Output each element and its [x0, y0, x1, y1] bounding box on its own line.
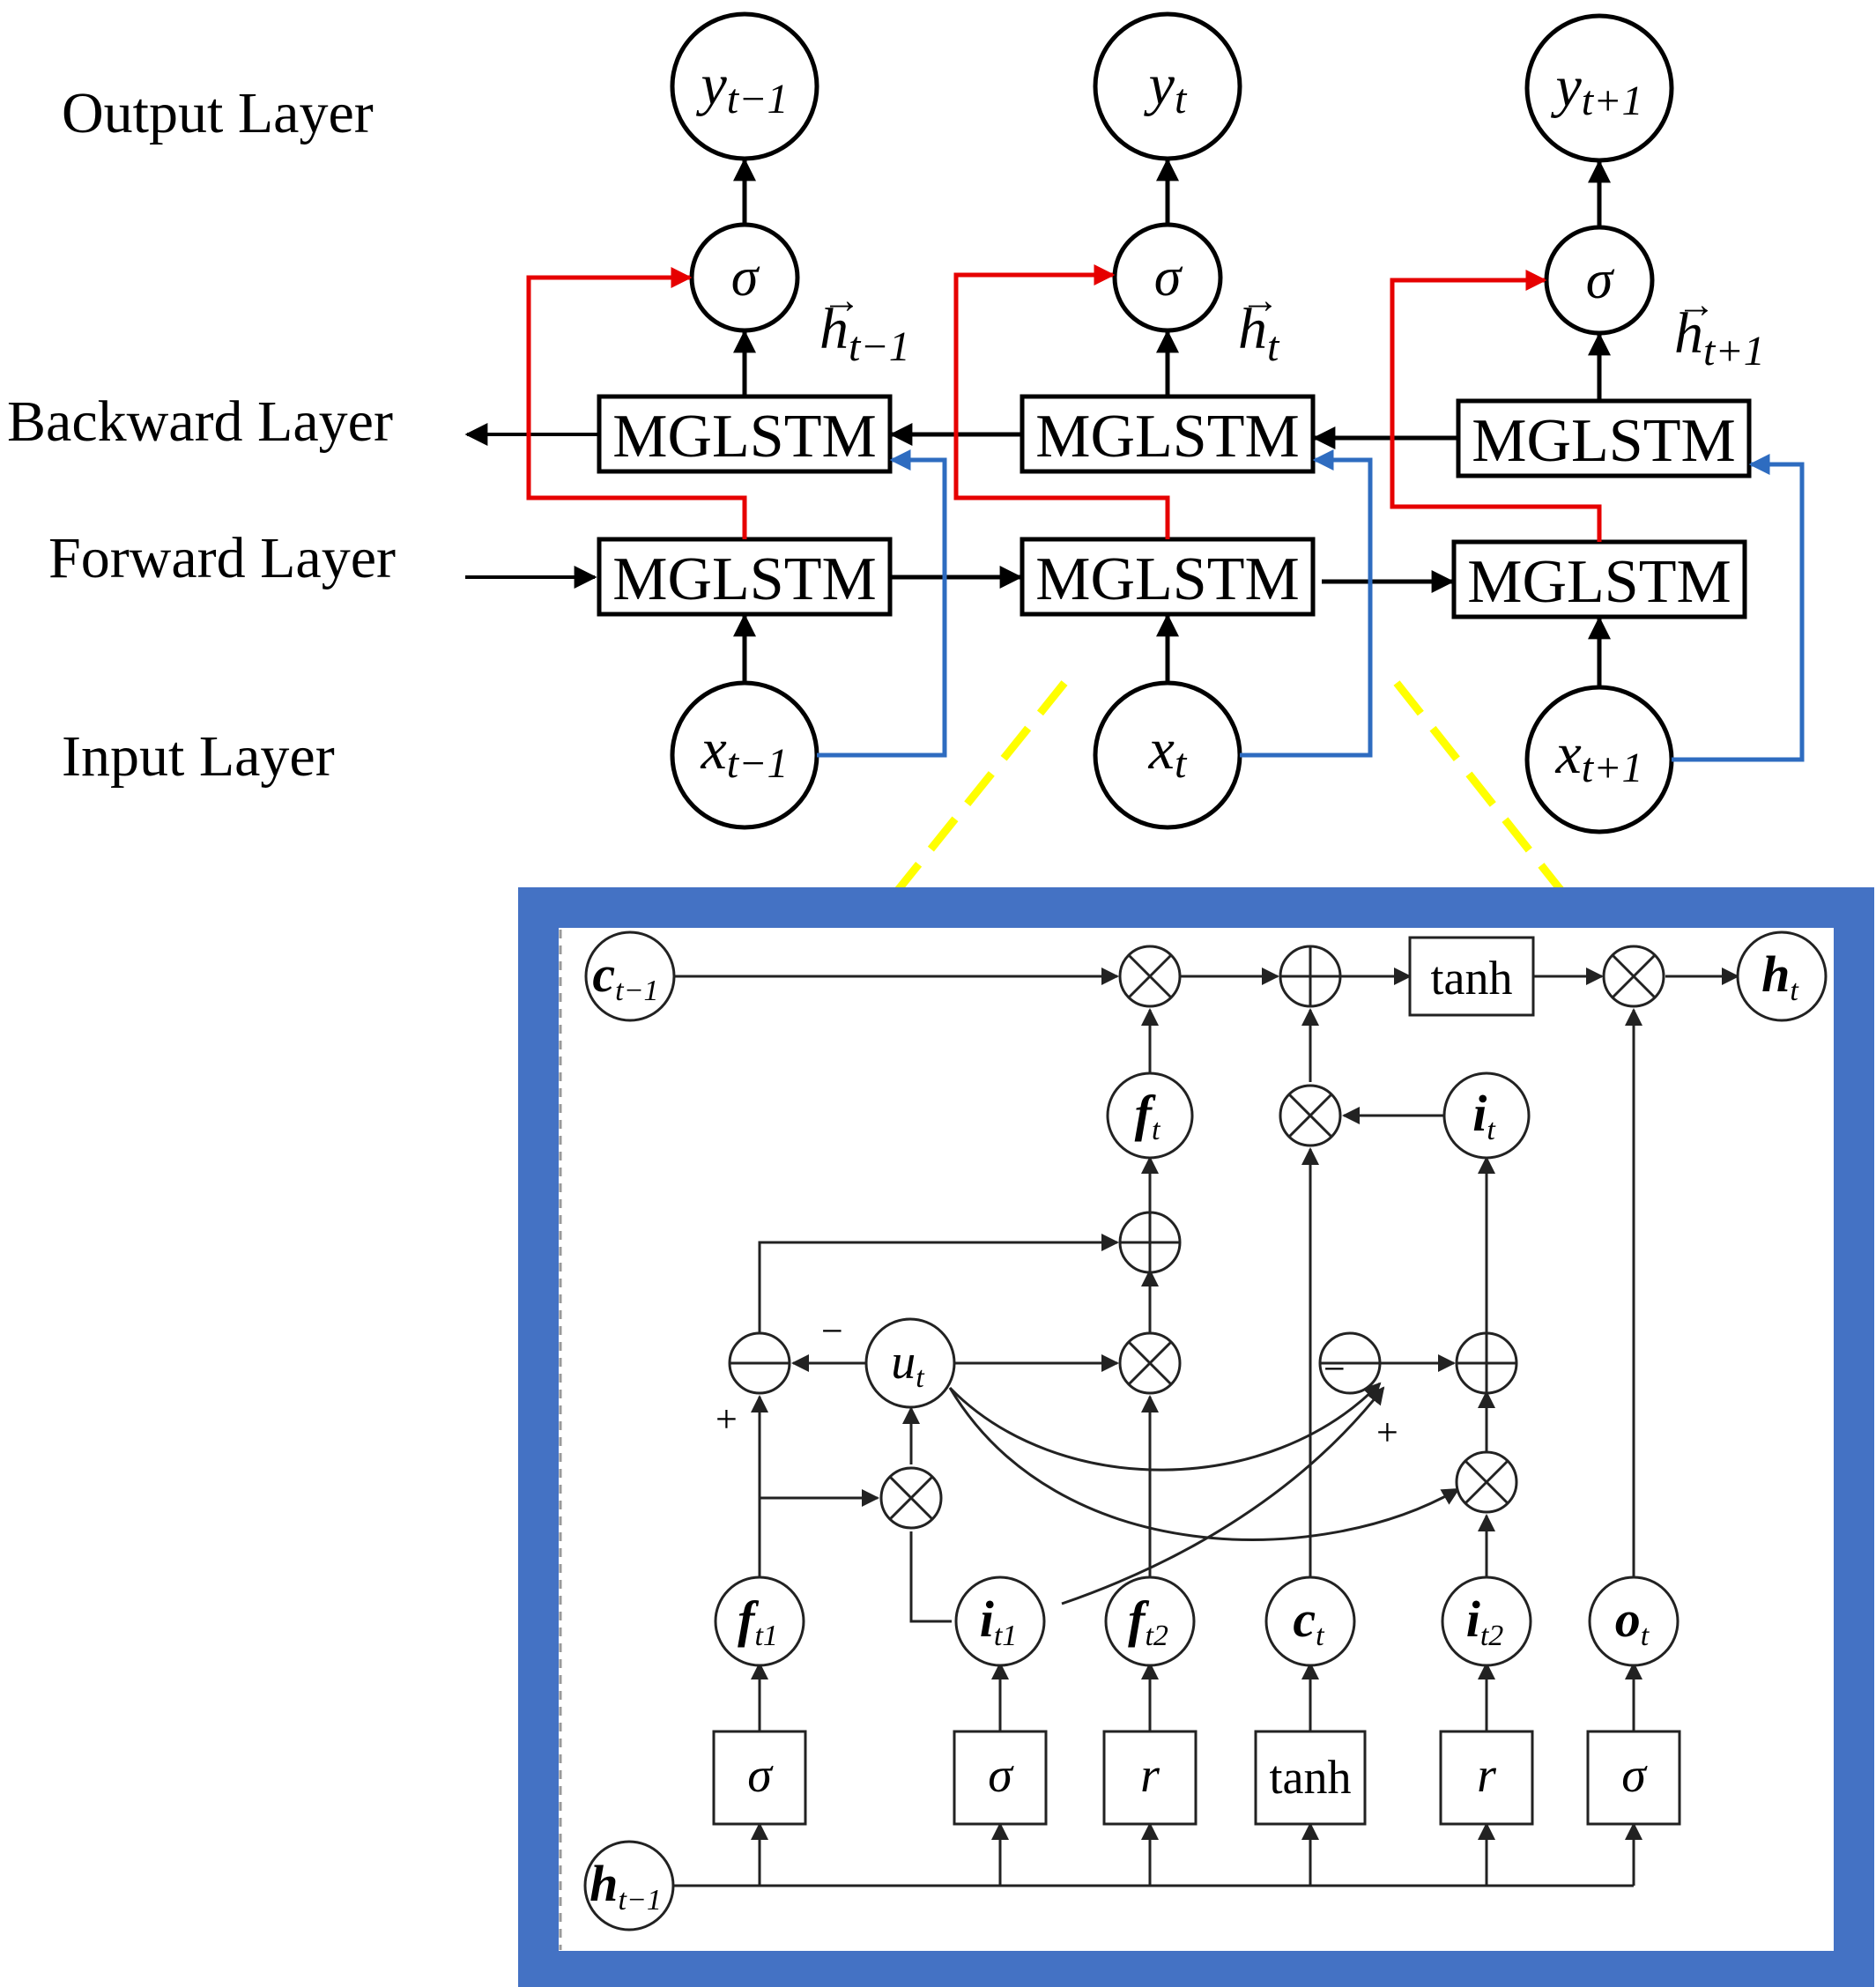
hidden-state-label: ht+1	[1674, 301, 1765, 374]
update-node	[864, 1317, 956, 1409]
backward-mglstm-label: MGLSTM	[1472, 407, 1735, 475]
activation-box-label: r	[1477, 1748, 1496, 1803]
timestep-t: yt σ MGLSTM MGLSTM xt ht →	[1020, 11, 1316, 830]
forward-mglstm-label: MGLSTM	[1035, 545, 1299, 613]
activation-box	[1586, 1730, 1681, 1826]
gate-node-i-t2	[1441, 1576, 1532, 1667]
activation-box	[1102, 1730, 1198, 1826]
forward-mglstm-block	[1020, 537, 1316, 617]
backward-mglstm-block	[1456, 398, 1752, 478]
hidden-arrow-accent: →	[1241, 278, 1279, 322]
red-skip-connections	[526, 264, 1602, 542]
tanh-box-label: tanh	[1431, 952, 1513, 1005]
input-layer-label: Input Layer	[62, 724, 335, 789]
backward-mglstm-label: MGLSTM	[1035, 403, 1299, 471]
activation-box-label: σ	[1621, 1748, 1648, 1803]
vertical-flow-arrows	[733, 158, 1611, 687]
blue-skip-connections	[817, 449, 1805, 762]
activation-box	[712, 1730, 807, 1826]
gate-label: ct	[1293, 1590, 1325, 1652]
backward-mglstm-label: MGLSTM	[612, 403, 876, 471]
activation-box	[953, 1730, 1048, 1826]
input-node-label: xt	[1148, 717, 1188, 787]
activation-box	[1439, 1730, 1534, 1826]
hidden-out-label: ht	[1761, 945, 1799, 1007]
update-label: ut	[891, 1335, 925, 1394]
forward-mglstm-label: MGLSTM	[612, 545, 876, 613]
activation-box-row: σ σ r tanh r σ	[712, 1730, 1681, 1826]
activation-box	[1254, 1730, 1367, 1826]
gate-label: ft2	[1128, 1590, 1168, 1652]
prev-hidden-label: ht−1	[589, 1855, 662, 1917]
tanh-box	[1408, 936, 1535, 1017]
input-node-label: xt−1	[700, 717, 788, 787]
gate-label: it1	[980, 1590, 1018, 1652]
output-layer-label: Output Layer	[62, 81, 374, 145]
gate-row: ft1 it1 ft2 ct it2 ot	[714, 1576, 1680, 1667]
hidden-arrow-accent: →	[1677, 283, 1716, 326]
zoom-indicator-lines	[873, 680, 1585, 919]
sigma-node-label: σ	[731, 248, 760, 308]
output-node-label: yt	[1144, 53, 1188, 122]
input-gate-label: it	[1472, 1085, 1496, 1146]
sigma-node-label: σ	[1586, 250, 1615, 310]
backward-layer-label: Backward Layer	[7, 389, 393, 454]
gate-label: ot	[1615, 1590, 1650, 1652]
sigma-node-label: σ	[1154, 248, 1183, 308]
gate-node-f-t1	[714, 1576, 805, 1667]
plus-sign-right: +	[1376, 1411, 1398, 1454]
gate-node-o-t	[1588, 1576, 1680, 1667]
hidden-out-node	[1736, 930, 1828, 1022]
forward-layer-label: Forward Layer	[48, 526, 396, 590]
input-node-label: xt+1	[1554, 722, 1642, 791]
operation-nodes	[728, 945, 1665, 1530]
prev-cell-node	[584, 930, 676, 1022]
hidden-state-label: ht	[1238, 297, 1280, 370]
output-node-label: yt+1	[1550, 55, 1642, 124]
forget-gate-node	[1106, 1071, 1194, 1160]
gate-node-c-t	[1264, 1576, 1356, 1667]
timestep-t-plus-1: yt+1 σ MGLSTM MGLSTM xt+1 ht+1 →	[1451, 13, 1765, 834]
operation-glyphs	[730, 946, 1657, 1521]
mglstm-cell-detail	[673, 936, 1739, 1887]
cell-state-nodes: ct−1 ht ht−1 ft it ut	[583, 930, 1828, 1931]
plus-sign-left: +	[716, 1398, 738, 1441]
hidden-state-label: ht−1	[819, 297, 910, 370]
cell-detail-frame	[518, 887, 1874, 1987]
gate-node-f-t2	[1104, 1576, 1196, 1667]
activation-box-label: σ	[747, 1748, 774, 1803]
gate-node-i-t1	[954, 1576, 1046, 1667]
forward-mglstm-label: MGLSTM	[1467, 548, 1731, 616]
minus-sign-right: −	[1324, 1347, 1346, 1390]
minus-sign-top: −	[821, 1309, 843, 1353]
input-gate-node	[1442, 1071, 1531, 1160]
activation-box-label: tanh	[1270, 1751, 1352, 1804]
activation-box-label: r	[1140, 1748, 1160, 1803]
gate-label: it2	[1466, 1590, 1504, 1652]
output-node-label: yt−1	[695, 53, 788, 122]
hidden-arrow-accent: →	[822, 278, 861, 322]
activation-box-label: σ	[988, 1748, 1014, 1803]
layer-labels: Output Layer Backward Layer Forward Laye…	[7, 81, 396, 789]
timestep-t-minus-1: yt−1 σ MGLSTM MGLSTM xt−1 ht−1 →	[597, 11, 910, 830]
prev-hidden-node	[583, 1840, 675, 1931]
prev-cell-label: ct−1	[592, 945, 658, 1007]
